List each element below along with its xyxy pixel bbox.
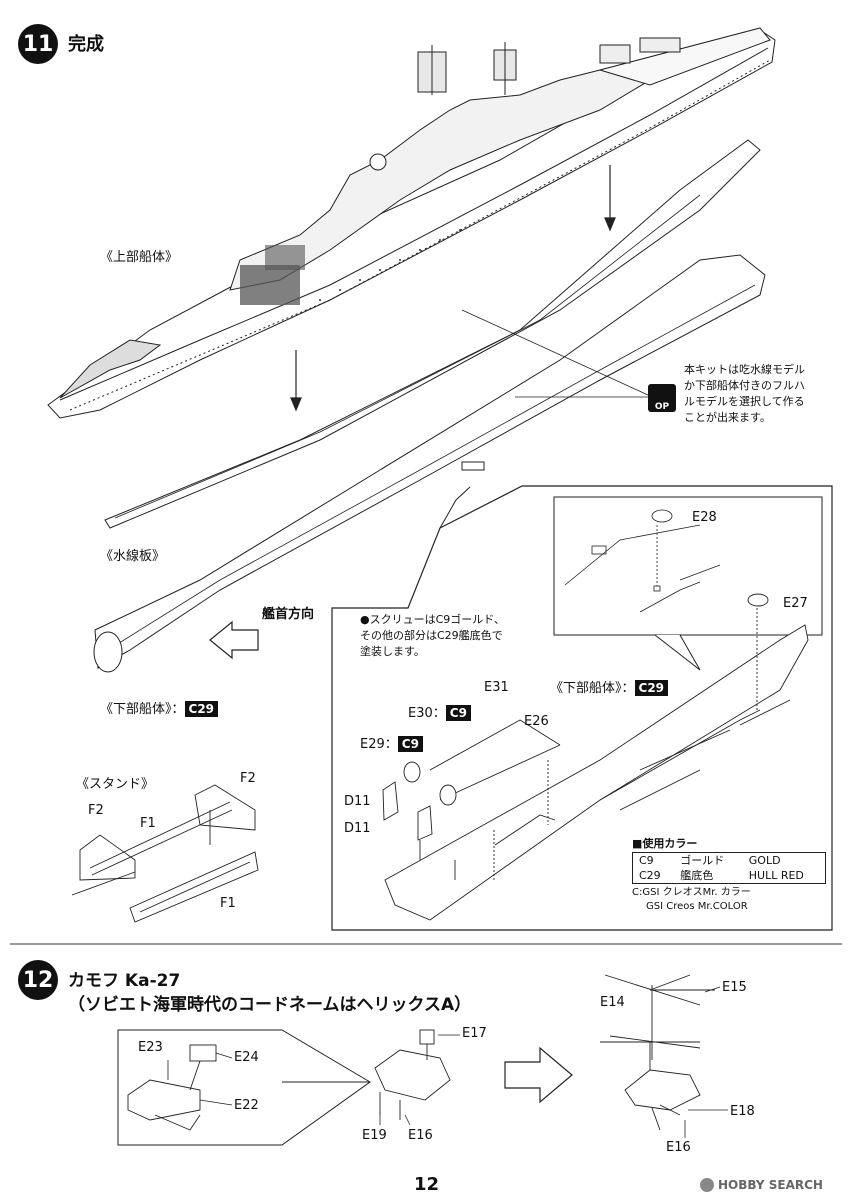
part-f2-b: F2: [88, 803, 104, 818]
step12-title-line2: （ソビエト海軍時代のコードネームはヘリックスA）: [68, 995, 472, 1015]
watermark: HOBBY SEARCH: [700, 1178, 823, 1192]
step-number-12: 12: [18, 960, 58, 1000]
lower-hull-detail-color: C29: [634, 680, 669, 696]
part-e22: E22: [234, 1098, 259, 1113]
screw-note-line: その他の部分はC29艦底色で: [360, 629, 503, 642]
color-footnote-1: C:GSI クレオスMr. カラー: [632, 887, 751, 898]
step-number-11: 11: [18, 24, 58, 64]
lower-hull-color-code: C29: [184, 701, 219, 717]
bow-direction-label: 艦首方向: [262, 607, 315, 622]
color-table-header: ■使用カラー: [632, 837, 698, 850]
part-e29-text: E29：: [360, 737, 398, 752]
option-note-line: ルモデルを選択して作る: [684, 395, 805, 408]
upper-hull-label: 《上部船体》: [100, 250, 179, 265]
step-title: 完成: [68, 34, 104, 55]
heli-subassembly: [127, 1044, 217, 1131]
waterline-plate-label: 《水線板》: [100, 549, 166, 564]
option-note: 本キットは吃水線モデル か下部船体付きのフルハ ルモデルを選択して作る ことが出…: [684, 362, 834, 426]
part-e24: E24: [234, 1050, 259, 1065]
upper-hull-drawing: [47, 27, 776, 419]
part-e16-b: E16: [666, 1140, 691, 1155]
part-e19: E19: [362, 1128, 387, 1143]
heli-fuselage: [374, 1029, 451, 1120]
part-e16-a: E16: [408, 1128, 433, 1143]
part-f1-b: F1: [220, 896, 236, 911]
assembly-arrows: [290, 165, 616, 412]
option-leaders: [461, 309, 649, 398]
lower-hull-detail-text: 《下部船体》：: [550, 681, 635, 696]
color-code: C9: [639, 854, 654, 867]
part-e15: E15: [722, 980, 747, 995]
lower-hull-label: 《下部船体》：C29: [100, 698, 219, 717]
color-row: C29 艦底色 HULL RED: [633, 868, 826, 884]
color-en: GOLD: [748, 854, 781, 867]
part-e31: E31: [484, 680, 509, 695]
part-d11-a: D11: [344, 794, 371, 809]
heli-detail-box: [117, 1029, 371, 1146]
page-number: 12: [414, 1174, 440, 1195]
part-e17: E17: [462, 1026, 487, 1041]
color-jp: 艦底色: [680, 869, 714, 882]
part-e30-text: E30：: [408, 706, 446, 721]
inset-box: [553, 496, 823, 636]
color-table-grid: C9 ゴールド GOLD C29 艦底色 HULL RED: [632, 852, 826, 884]
option-note-line: ことが出来ます。: [684, 411, 771, 424]
part-e28: E28: [692, 510, 717, 525]
part-e26: E26: [524, 714, 549, 729]
part-e29: E29：C9: [360, 733, 423, 752]
part-f1-a: F1: [140, 816, 156, 831]
color-table: ■使用カラー C9 ゴールド GOLD C29 艦底色 HULL RED C:G…: [632, 836, 826, 914]
color-code: C29: [639, 869, 661, 882]
screw-note-line: ●スクリューはC9ゴールド、: [360, 613, 505, 626]
watermark-logo-icon: [700, 1178, 714, 1192]
part-e18: E18: [730, 1104, 755, 1119]
stand-drawing: [71, 784, 259, 923]
part-e30-color: C9: [445, 705, 471, 721]
option-badge-text: OP: [654, 402, 670, 412]
part-e29-color: C9: [397, 736, 423, 752]
color-row: C9 ゴールド GOLD: [633, 853, 826, 869]
part-e23: E23: [138, 1040, 163, 1055]
bow-direction-arrow: [209, 620, 259, 660]
lower-hull-label-text: 《下部船体》：: [100, 702, 185, 717]
part-f2-a: F2: [240, 771, 256, 786]
part-e14: E14: [600, 995, 625, 1010]
step12-title-line1: カモフ Ka-27: [68, 971, 181, 991]
screw-note-line: 塗装します。: [360, 645, 425, 658]
color-jp: ゴールド: [680, 854, 725, 867]
lower-hull-drawing: [94, 254, 766, 669]
lower-hull-detail-label: 《下部船体》：C29: [550, 677, 669, 696]
heli-step-arrow: [504, 1046, 573, 1104]
heli-complete: [600, 974, 715, 1131]
watermark-text: HOBBY SEARCH: [718, 1178, 823, 1192]
waterline-plate-drawing: [104, 139, 761, 529]
stand-label: 《スタンド》: [76, 777, 155, 792]
part-e30: E30：C9: [408, 702, 471, 721]
option-note-line: 本キットは吃水線モデル: [684, 363, 805, 376]
part-d11-b: D11: [344, 821, 371, 836]
option-badge: OP: [648, 384, 676, 412]
color-en: HULL RED: [748, 869, 804, 882]
part-e27: E27: [783, 596, 808, 611]
color-footnote-2: GSI Creos Mr.COLOR: [646, 901, 748, 912]
option-note-line: か下部船体付きのフルハ: [684, 379, 805, 392]
screw-note: ●スクリューはC9ゴールド、 その他の部分はC29艦底色で 塗装します。: [360, 612, 580, 660]
